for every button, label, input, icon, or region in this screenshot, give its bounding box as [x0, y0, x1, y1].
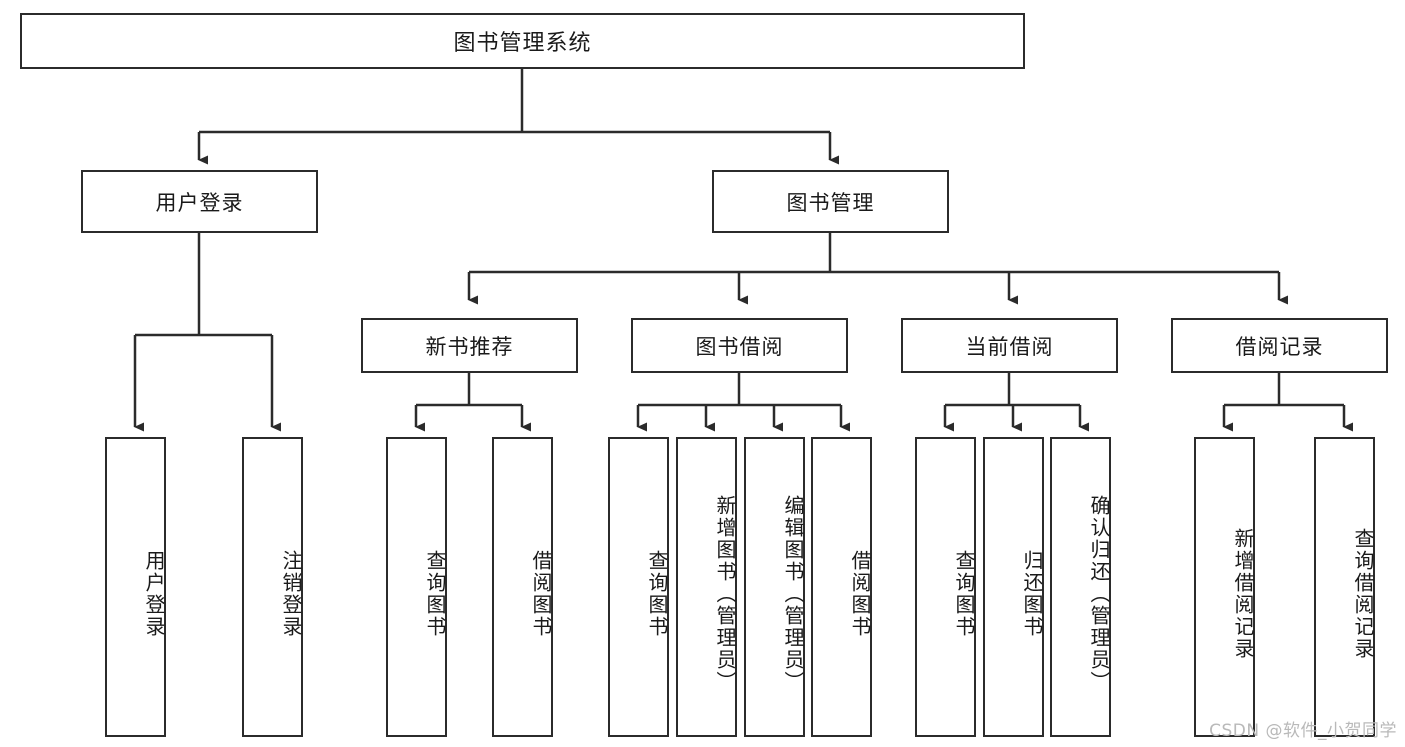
node-label: 查询图书	[423, 550, 447, 638]
node-label: 新增图书（管理员）	[713, 495, 737, 693]
node-leaf-new-book-borrow[interactable]: 借阅图书	[492, 437, 553, 737]
node-label: 借阅图书	[529, 550, 553, 638]
node-leaf-user-login-login[interactable]: 用户登录	[105, 437, 166, 737]
node-leaf-book-borrow-add[interactable]: 新增图书（管理员）	[676, 437, 737, 737]
node-label: 当前借阅	[965, 334, 1054, 359]
node-label: 用户登录	[155, 190, 244, 215]
node-book-borrow[interactable]: 图书借阅	[631, 318, 848, 373]
node-book-management[interactable]: 图书管理	[712, 170, 949, 233]
node-label: 查询借阅记录	[1351, 528, 1375, 660]
node-leaf-current-borrow-confirm-return[interactable]: 确认归还（管理员）	[1050, 437, 1111, 737]
node-leaf-book-borrow-borrow[interactable]: 借阅图书	[811, 437, 872, 737]
node-leaf-book-borrow-edit[interactable]: 编辑图书（管理员）	[744, 437, 805, 737]
node-label: 新书推荐	[425, 334, 514, 359]
node-label: 借阅记录	[1235, 334, 1324, 359]
node-label: 注销登录	[279, 550, 303, 638]
node-root-book-management-system[interactable]: 图书管理系统	[20, 13, 1025, 69]
node-label: 图书管理	[786, 190, 875, 215]
node-label: 借阅图书	[848, 550, 872, 638]
node-label: 用户登录	[142, 550, 166, 638]
node-new-book-recommend[interactable]: 新书推荐	[361, 318, 578, 373]
node-leaf-record-add[interactable]: 新增借阅记录	[1194, 437, 1255, 737]
node-label: 新增借阅记录	[1231, 528, 1255, 660]
node-current-borrow[interactable]: 当前借阅	[901, 318, 1118, 373]
node-label: 图书管理系统	[453, 31, 592, 56]
node-label: 归还图书	[1020, 550, 1044, 638]
node-label: 查询图书	[645, 550, 669, 638]
node-leaf-current-borrow-query[interactable]: 查询图书	[915, 437, 976, 737]
node-label: 确认归还（管理员）	[1087, 495, 1111, 693]
node-label: 查询图书	[952, 550, 976, 638]
node-leaf-new-book-query[interactable]: 查询图书	[386, 437, 447, 737]
node-leaf-user-login-logout[interactable]: 注销登录	[242, 437, 303, 737]
node-label: 编辑图书（管理员）	[781, 495, 805, 693]
node-leaf-current-borrow-return[interactable]: 归还图书	[983, 437, 1044, 737]
node-borrow-record[interactable]: 借阅记录	[1171, 318, 1388, 373]
node-leaf-record-query[interactable]: 查询借阅记录	[1314, 437, 1375, 737]
node-leaf-book-borrow-query[interactable]: 查询图书	[608, 437, 669, 737]
node-label: 图书借阅	[695, 334, 784, 359]
node-user-login[interactable]: 用户登录	[81, 170, 318, 233]
